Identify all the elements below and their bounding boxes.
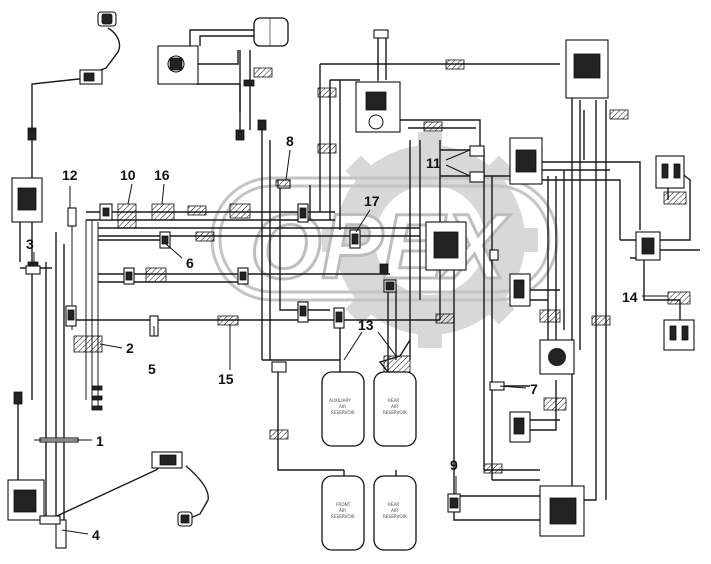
- tank-rear-upper-label-3: RESERVOIR: [383, 410, 407, 415]
- valve-far-right: [635, 231, 661, 261]
- callout-17: 17: [364, 193, 380, 209]
- tank-front: FRONT AIR RESERVOIR: [321, 475, 365, 551]
- callout-8: 8: [286, 133, 294, 149]
- callouts: 1 2 3 4 5 6 7 8 9 10 11 12 13 14 15 16 1…: [26, 133, 638, 543]
- valve-right-center: [539, 339, 575, 375]
- callout-4: 4: [92, 527, 100, 543]
- sensor-far-right-top: [655, 155, 685, 189]
- connector-top: [79, 69, 103, 85]
- valve-top-right: [565, 39, 609, 99]
- tank-front-label-2: AIR: [339, 508, 346, 513]
- tank-auxiliary-label-3: RESERVOIR: [331, 410, 355, 415]
- valve-bottom-right: [539, 485, 585, 537]
- watermark: OPEX: [210, 132, 559, 348]
- hatched-tags: [73, 59, 691, 474]
- valve-mid-right: [509, 137, 543, 185]
- valve-right-upper: [509, 273, 531, 307]
- callout-1: 1: [96, 433, 104, 449]
- valve-block-top-left: [157, 45, 199, 85]
- tank-rear-lower-label-2: AIR: [391, 508, 398, 513]
- valve-bottom-left: [7, 479, 45, 521]
- callout-13: 13: [358, 317, 374, 333]
- callout-2: 2: [126, 340, 134, 356]
- air-reservoirs: AUXILIARY AIR RESERVOIR REAR AIR RESERVO…: [321, 371, 417, 551]
- tank-rear-upper-label-2: AIR: [391, 404, 398, 409]
- sensor-top: [97, 11, 117, 27]
- tank-front-label-1: FRONT: [336, 502, 351, 507]
- tank-rear-lower-label-1: REAR: [388, 502, 399, 507]
- foot-brake-valve: [355, 29, 401, 133]
- callout-3: 3: [26, 236, 34, 252]
- pipework: [17, 27, 700, 548]
- tank-rear-upper-label-1: REAR: [388, 398, 399, 403]
- callout-12: 12: [62, 167, 78, 183]
- valve-right-lower: [509, 411, 531, 443]
- tank-rear-lower: REAR AIR RESERVOIR: [373, 475, 417, 551]
- callout-16: 16: [154, 167, 170, 183]
- callout-14: 14: [622, 289, 638, 305]
- callout-15: 15: [218, 371, 234, 387]
- tank-rear-lower-label-3: RESERVOIR: [383, 514, 407, 519]
- pressure-switch-left: [11, 177, 43, 223]
- callout-11: 11: [426, 155, 441, 171]
- callout-6: 6: [186, 255, 194, 271]
- components: [7, 11, 695, 549]
- tank-auxiliary: AUXILIARY AIR RESERVOIR: [321, 371, 365, 447]
- callout-5: 5: [148, 361, 156, 377]
- callout-10: 10: [120, 167, 136, 183]
- tank-auxiliary-label-2: AIR: [339, 404, 346, 409]
- tank-front-label-3: RESERVOIR: [331, 514, 355, 519]
- tank-auxiliary-label-1: AUXILIARY: [329, 398, 351, 403]
- relay-valve: [425, 221, 467, 271]
- sensor-bottom-left: [151, 451, 193, 527]
- leader-lines: [33, 149, 668, 535]
- air-tank-top: [253, 17, 289, 47]
- watermark-text: OPEX: [250, 196, 510, 298]
- sensor-far-right-bottom: [663, 319, 695, 351]
- callout-9: 9: [450, 457, 458, 473]
- tank-rear-upper: REAR AIR RESERVOIR: [373, 371, 417, 447]
- callout-7: 7: [530, 381, 538, 397]
